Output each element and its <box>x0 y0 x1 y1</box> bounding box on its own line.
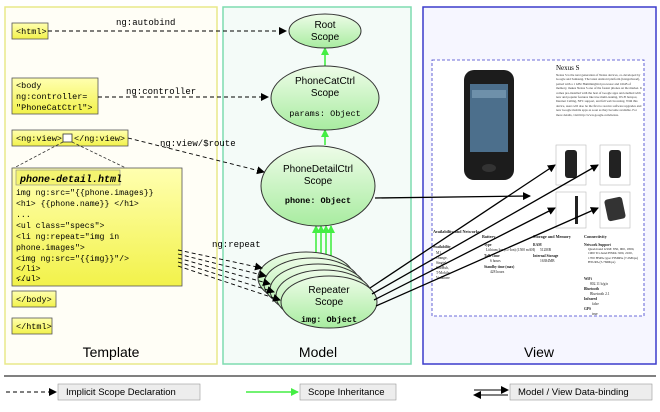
partial-title: phone-detail.html <box>19 174 122 186</box>
view-route-label: ng:view/$route <box>160 139 236 149</box>
autobind-label: ng:autobind <box>116 18 175 28</box>
partial-line: img ng:src="{{phone.images}} <box>16 188 154 198</box>
battery-item: Lithium Ion (Li-Ion) (1500 mAH) <box>486 248 536 252</box>
repeater-scope <box>280 275 378 329</box>
storage-item: 512MB <box>540 248 552 252</box>
connectivity-network-value: Quad-band GSM: 850, 900, 1800, 1900 Tri-… <box>588 247 638 265</box>
thumbnail-images <box>555 144 631 229</box>
spec-header-storage: Storage and Memory <box>533 234 572 239</box>
phonecat-scope-line2: Scope <box>311 88 340 99</box>
body-open-line: <body <box>16 81 42 91</box>
view-label: View <box>524 344 555 360</box>
connectivity-item: Bluetooth 2.1 <box>590 292 610 296</box>
partial-title-box <box>15 169 121 186</box>
legend-implicit: Implicit Scope Declaration <box>66 387 176 398</box>
partial-line: <h1> {{phone.name}} </h1> <box>16 199 139 209</box>
phonedetail-scope <box>260 145 376 227</box>
repeater-scope-stack <box>257 251 378 329</box>
phonecat-scope-prop: params: Object <box>289 109 360 119</box>
partial-line: </li> <box>16 264 41 274</box>
partial-line: <img ng:src="{{img}}"/> <box>16 254 129 264</box>
legend: Implicit Scope Declaration Scope Inherit… <box>6 383 653 401</box>
phone-image <box>444 66 542 196</box>
root-scope <box>288 13 362 49</box>
repeater-scope-prop: img: Object <box>301 315 357 325</box>
storage-item: 16384MB <box>540 259 555 263</box>
partial-line: <ul class="specs"> <box>16 221 105 231</box>
connectivity-item: Infrared <box>584 297 597 301</box>
view-title: Nexus S <box>556 64 580 72</box>
connectivity-item: false <box>592 302 599 306</box>
availability-item: Availability <box>433 245 451 249</box>
availability-item: Singtel, <box>436 261 447 266</box>
ngview-placeholder-icon <box>62 133 73 143</box>
spec-header-availability: Availability and Networks <box>433 229 480 234</box>
connectivity-item: Bluetooth <box>584 287 599 291</box>
controller-label: ng:controller <box>126 87 196 97</box>
legend-binding: Model / View Data-binding <box>518 387 629 398</box>
connectivity-item: GPS <box>584 307 591 311</box>
phonedetail-scope-line1: PhoneDetailCtrl <box>283 164 353 175</box>
root-scope-line1: Root <box>314 20 335 31</box>
partial-line: phone.images"> <box>16 243 85 253</box>
body-open-line: ng:controller= <box>16 92 87 102</box>
connectivity-item: Network Support <box>584 243 612 247</box>
ngview-close-text: </ng:view> <box>74 134 125 144</box>
connectivity-item: WiFi <box>584 277 592 281</box>
partial-box <box>11 167 183 287</box>
availability-item: M1, <box>436 251 442 256</box>
partial-line-overflow: ... <box>16 275 31 284</box>
phonedetail-scope-line2: Scope <box>304 176 333 187</box>
availability-item: Vodafone <box>436 276 450 280</box>
availability-item: StarHub, <box>436 266 449 271</box>
body-close-box <box>11 290 57 308</box>
partial-code-lines: img ng:src="{{phone.images}} <h1> {{phon… <box>16 188 154 284</box>
legend-inheritance: Scope Inheritance <box>308 387 385 398</box>
partial-line: ... <box>16 211 31 220</box>
html-close-text: </html> <box>16 322 52 332</box>
battery-item: 428 hours <box>490 270 505 274</box>
repeater-scope-line1: Repeater <box>308 285 350 296</box>
repeater-scope-line2: Scope <box>315 297 344 308</box>
data-binding-arrows <box>369 164 599 307</box>
phonedetail-scope-prop: phone: Object <box>285 196 351 206</box>
battery-item: Talk Time <box>484 254 500 258</box>
repeat-label: ng:repeat <box>212 240 261 250</box>
body-close-text: </body> <box>16 295 52 305</box>
body-open-line: "PhoneCatCtrl"> <box>16 103 93 113</box>
body-open-lines: <body ng:controller= "PhoneCatCtrl"> <box>16 81 93 113</box>
body-open-box <box>11 77 99 115</box>
ngview-open-text: <ng:view> <box>16 134 62 144</box>
implicit-scope-arrows <box>48 27 287 302</box>
partial-line: </ul> <box>16 274 41 284</box>
storage-item: Internal Storage <box>533 254 559 258</box>
battery-item: 6 hours <box>490 259 501 263</box>
availability-item: T-Mobile, <box>436 271 450 276</box>
connectivity-item: true <box>592 312 598 316</box>
model-label: Model <box>299 344 337 360</box>
phonecat-scope-line1: PhoneCatCtrl <box>295 76 355 87</box>
template-label: Template <box>83 344 140 360</box>
storage-item: RAM <box>533 243 542 247</box>
battery-item: Standby time (max) <box>484 265 515 269</box>
availability-item: Orange, <box>436 256 448 261</box>
html-open-text: <html> <box>16 27 47 37</box>
html-close-box <box>11 317 53 335</box>
view-description: Nexus S is the next generation of Nexus … <box>556 73 642 117</box>
phonecat-scope <box>270 65 380 131</box>
battery-item: Type <box>484 243 492 247</box>
connectivity-item: 802.11 b/g/n <box>590 282 608 286</box>
partial-line: <li ng:repeat="img in <box>16 232 119 242</box>
spec-header-battery: Battery <box>482 234 496 239</box>
spec-header-connectivity: Connectivity <box>584 234 608 239</box>
root-scope-line2: Scope <box>311 32 340 43</box>
